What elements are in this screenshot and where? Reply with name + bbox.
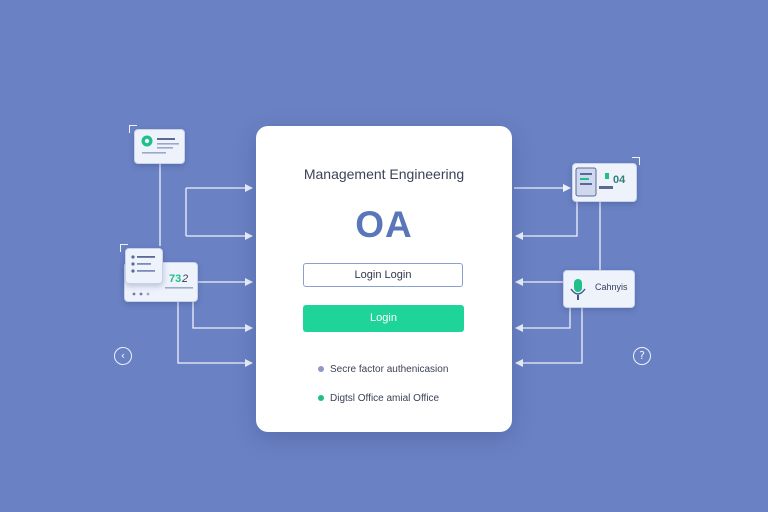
help-button[interactable]: ? [633,347,651,365]
chart-label: 04 [613,174,626,186]
bullet-dot-icon [318,365,324,372]
feature-item: Secre factor authenicasion [318,364,448,378]
frame-corner [120,244,128,252]
login-card: Management Engineering OA Login Login Lo… [256,126,512,432]
frame-corner [632,157,640,165]
profile-card-icon [141,135,179,154]
prev-button[interactable]: ‹ [114,347,132,365]
profile-card-widget[interactable] [134,129,185,164]
microphone-icon [570,279,586,300]
connector-left-6 [192,300,253,332]
checklist-widget[interactable] [125,248,163,284]
mini-bars-icon [165,287,193,289]
voice-label: Cahnyis [595,282,628,292]
feature-label: Secre factor authenicasion [330,364,449,375]
connector-right-6 [515,306,583,367]
login-button[interactable]: Login [303,305,464,332]
stats-suffix: 2 [182,273,189,285]
frame-corner [129,125,137,133]
app-logo: OA [355,204,413,245]
app-title: Management Engineering [303,166,465,182]
connector-right-5 [515,306,571,332]
dots-icon [132,292,150,296]
checklist-icon [131,255,155,273]
connector-right-3 [515,200,578,240]
login-input[interactable]: Login Login [303,263,463,287]
bullet-dot-icon [318,394,324,401]
feature-item: Digtsl Office amial Office [318,393,439,407]
stats-value: 73 [169,273,182,285]
dashboard-icon [575,167,613,197]
chart-widget[interactable]: 04 [572,163,637,202]
connector-left-7 [177,300,253,367]
voice-widget[interactable]: Cahnyis [563,270,635,308]
feature-label: Digtsl Office amial Office [330,393,440,404]
